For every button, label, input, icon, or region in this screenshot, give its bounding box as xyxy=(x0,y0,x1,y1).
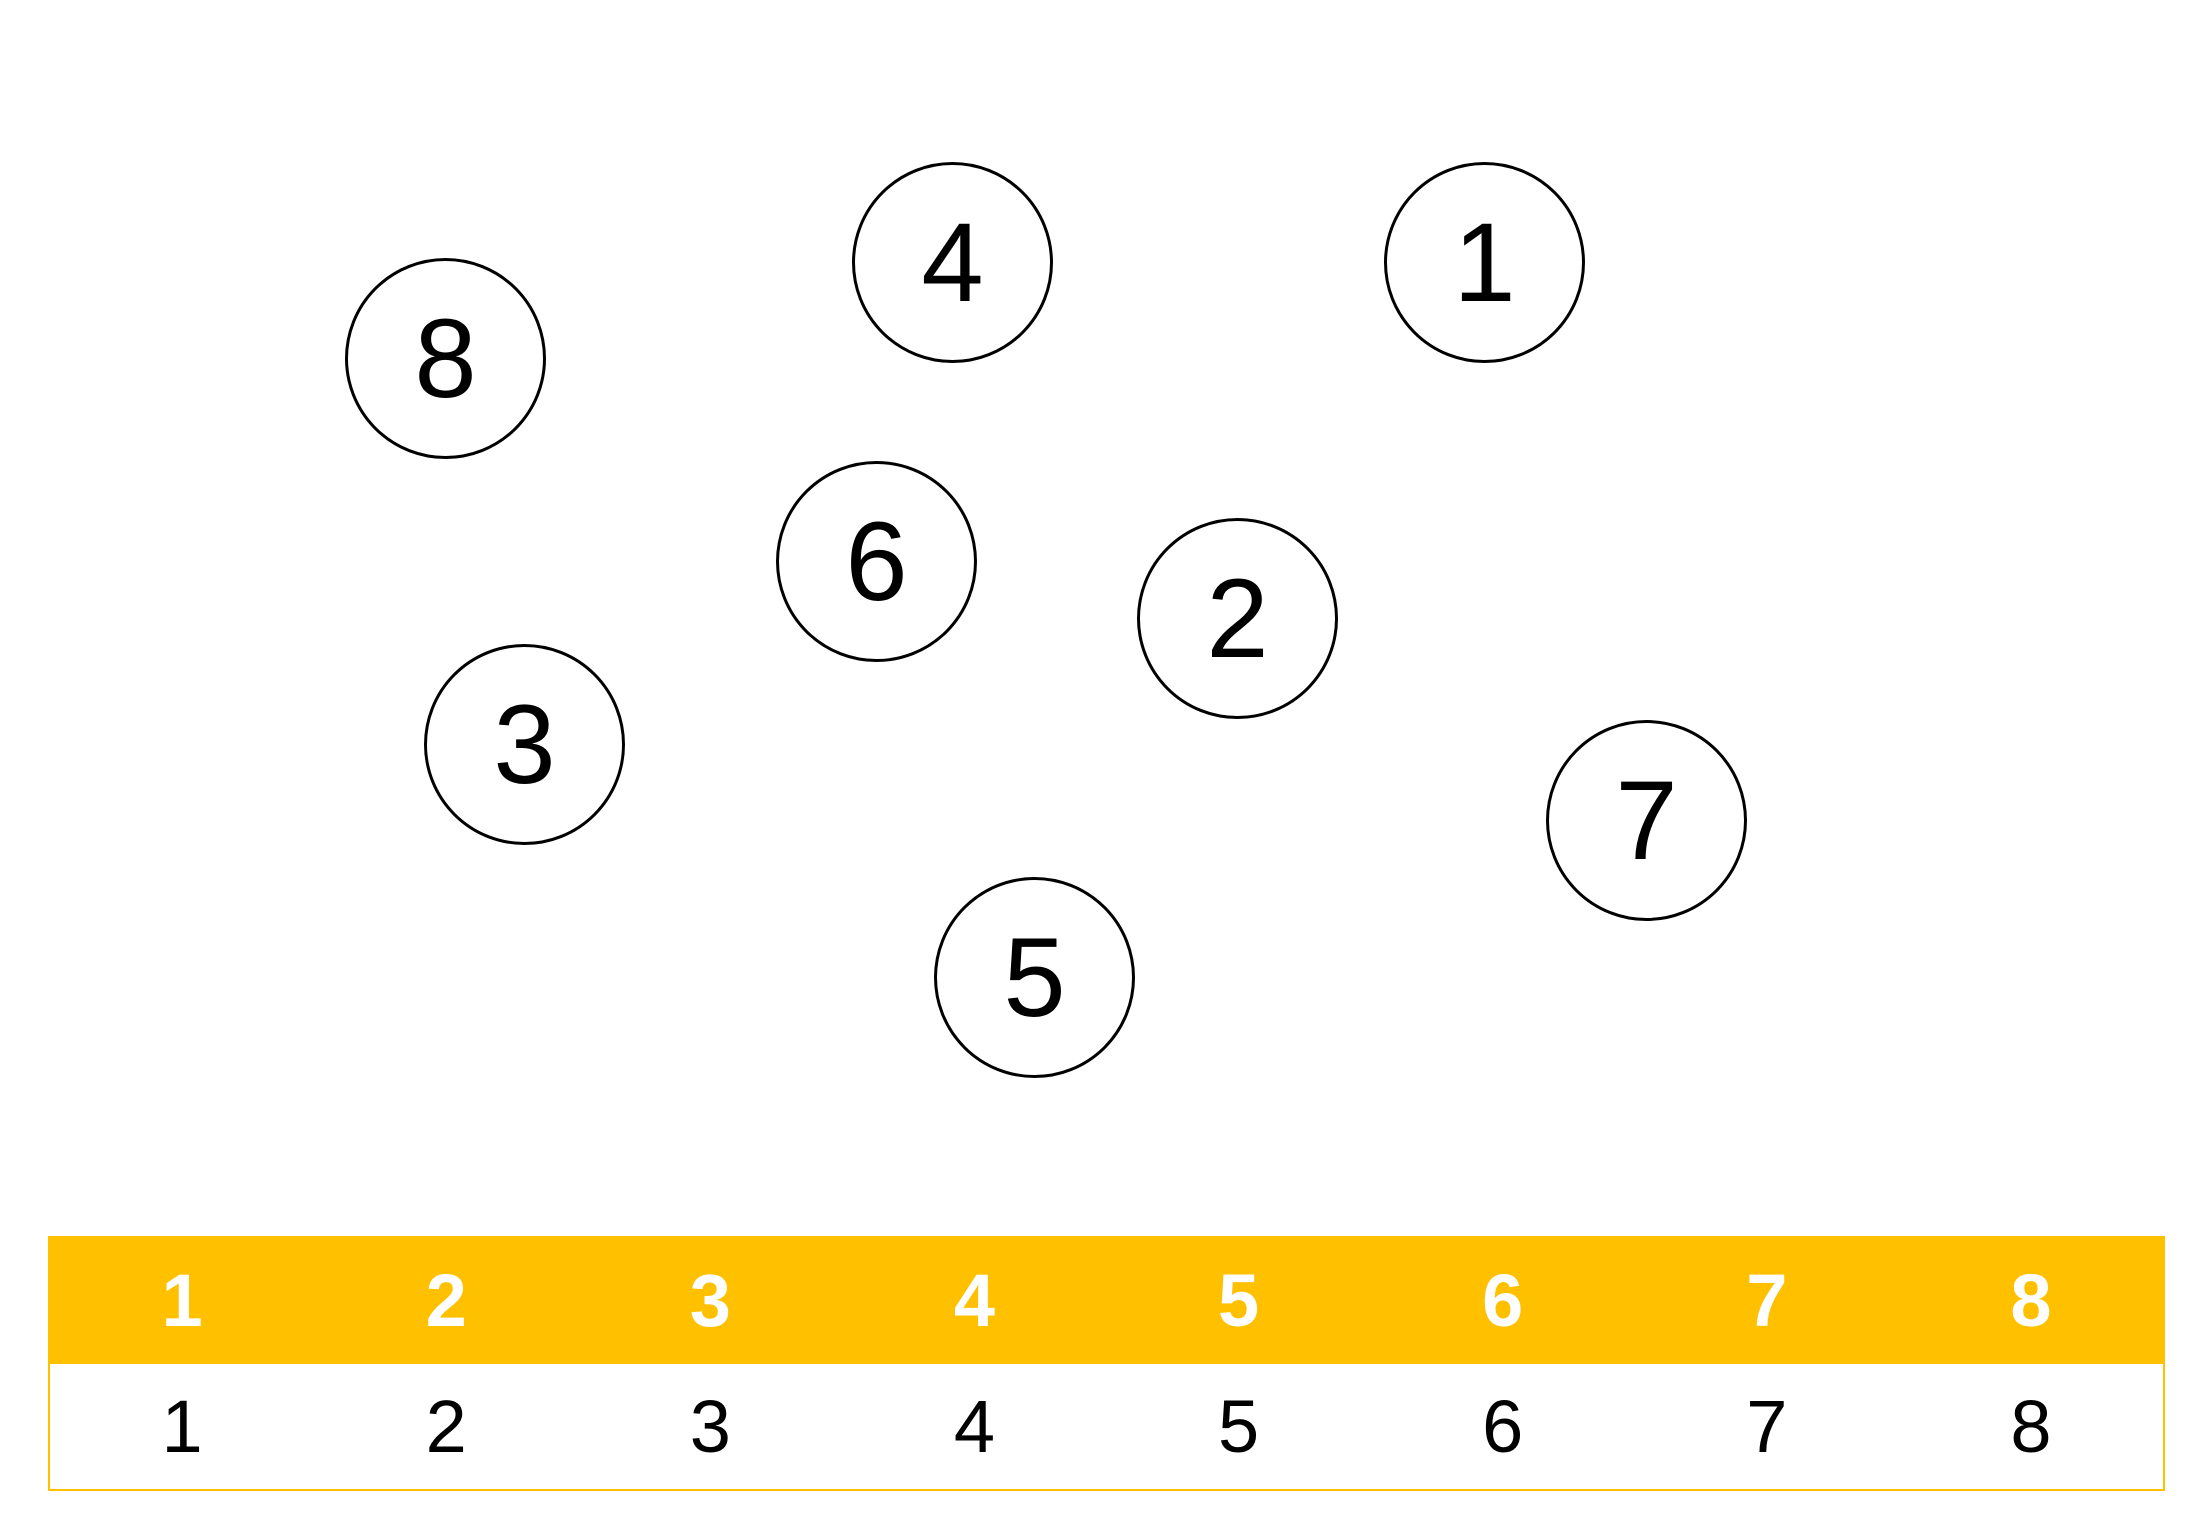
circle-label: 5 xyxy=(1003,914,1066,1040)
table-cell: 6 xyxy=(1482,1384,1524,1468)
circle-6: 6 xyxy=(776,461,977,662)
table-header-row: 1 2 3 4 5 6 7 8 xyxy=(50,1238,2163,1364)
circle-7: 7 xyxy=(1546,720,1747,921)
table-row: 1 2 3 4 5 6 7 8 xyxy=(50,1363,2163,1489)
table-cell: 1 xyxy=(161,1384,203,1468)
header-cell: 8 xyxy=(2010,1259,2052,1343)
header-cell: 7 xyxy=(1746,1259,1788,1343)
header-cell: 5 xyxy=(1217,1259,1260,1343)
circle-2: 2 xyxy=(1137,518,1338,719)
header-cell: 4 xyxy=(953,1259,996,1343)
circle-label: 8 xyxy=(414,295,477,421)
circle-label: 3 xyxy=(493,681,556,807)
answer-table: 1 2 3 4 5 6 7 8 1 2 3 4 5 6 7 8 xyxy=(48,1236,2165,1491)
header-cell: 2 xyxy=(425,1259,467,1343)
table-cell: 4 xyxy=(953,1384,996,1468)
table-cell: 3 xyxy=(689,1384,731,1468)
circle-5: 5 xyxy=(934,877,1135,1078)
circle-label: 7 xyxy=(1615,757,1678,883)
circle-8: 8 xyxy=(345,258,546,459)
circle-label: 6 xyxy=(845,498,908,624)
circle-label: 2 xyxy=(1206,555,1269,681)
table-cell: 5 xyxy=(1217,1384,1260,1468)
table-cell: 7 xyxy=(1746,1384,1788,1468)
circle-3: 3 xyxy=(424,644,625,845)
circle-label: 1 xyxy=(1453,199,1516,325)
table-cell: 2 xyxy=(425,1384,467,1468)
header-cell: 1 xyxy=(161,1259,203,1343)
table-cell: 8 xyxy=(2010,1384,2052,1468)
circle-1: 1 xyxy=(1384,162,1585,363)
header-cell: 6 xyxy=(1482,1259,1524,1343)
circle-4: 4 xyxy=(852,162,1053,363)
circle-label: 4 xyxy=(921,199,984,325)
header-cell: 3 xyxy=(689,1259,731,1343)
